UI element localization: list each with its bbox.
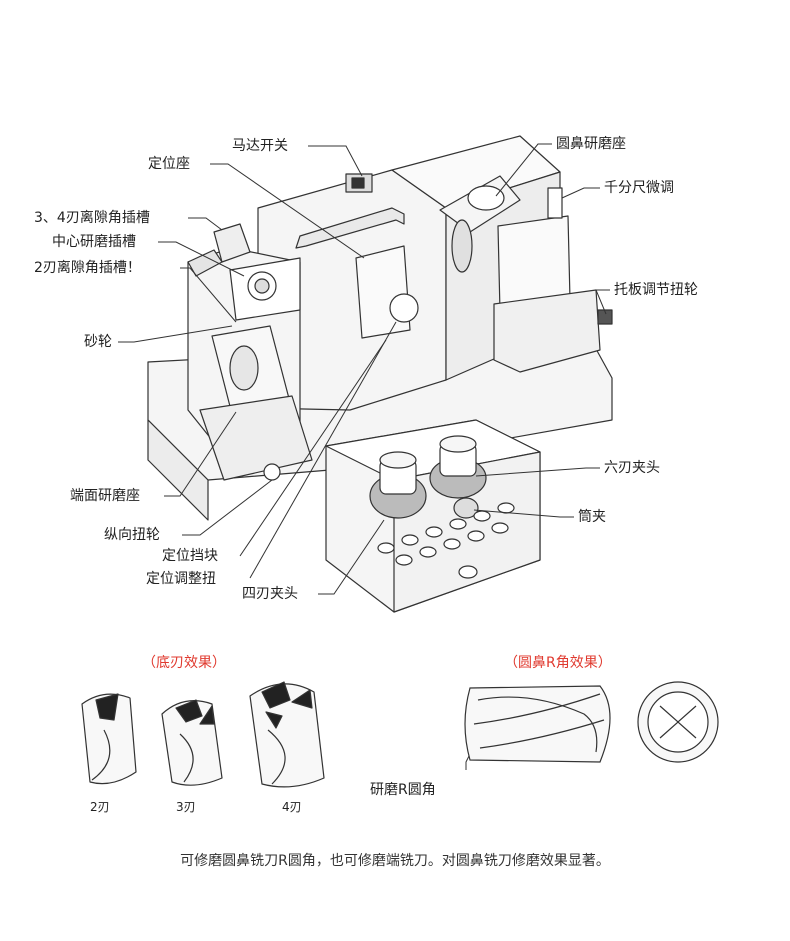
label-four-flute-chuck: 四刃夹头: [242, 586, 298, 602]
footer-note: 可修磨圆鼻铣刀R圆角，也可修磨端铣刀。对圆鼻铣刀修磨效果显著。: [180, 853, 610, 869]
label-micrometer: 千分尺微调: [604, 180, 674, 196]
carry-handle: [295, 207, 405, 249]
end-mill-4-flute: [249, 683, 325, 788]
label-six-flute-chuck: 六刃夹头: [604, 460, 660, 476]
label-grinding-wheel: 砂轮: [84, 334, 112, 350]
label-round-nose-seat: 圆鼻研磨座: [556, 136, 626, 152]
caption-round-nose-effect: （圆鼻R角效果）: [504, 655, 612, 671]
label-positioning-seat: 定位座: [148, 156, 190, 172]
drawer-knob: [458, 565, 478, 579]
label-end-face-seat: 端面研磨座: [70, 488, 140, 504]
caption-bottom-edge-effect: （底刃效果）: [142, 655, 226, 671]
caption-flute-4: 4刃: [282, 800, 302, 814]
collet: [453, 497, 479, 519]
label-longitudinal-knob: 纵向扭轮: [104, 527, 160, 543]
longitudinal-knob: [263, 463, 281, 481]
caption-flute-3: 3刃: [176, 800, 196, 814]
plate-knob: [597, 309, 613, 325]
label-motor-switch: 马达开关: [232, 138, 288, 154]
label-slot-34: 3、4刃离隙角插槽: [34, 210, 150, 226]
round-nose-side-view: [464, 685, 611, 763]
label-collet: 筒夹: [578, 509, 606, 525]
label-plate-adjust-knob: 托板调节扭轮: [614, 282, 698, 298]
label-slot-2: 2刃离隙角插槽！: [34, 260, 141, 276]
label-positioning-stop: 定位挡块: [162, 548, 218, 564]
end-mill-2-flute: [81, 693, 137, 785]
label-center-slot: 中心研磨插槽: [52, 234, 136, 250]
micrometer: [547, 187, 563, 219]
caption-grind-r-corner: 研磨R圆角: [370, 782, 436, 798]
caption-flute-2: 2刃: [90, 800, 110, 814]
positioning-knob: [389, 293, 419, 323]
label-positioning-adjust: 定位调整扭: [146, 571, 216, 587]
positioning-seat: [355, 245, 411, 339]
